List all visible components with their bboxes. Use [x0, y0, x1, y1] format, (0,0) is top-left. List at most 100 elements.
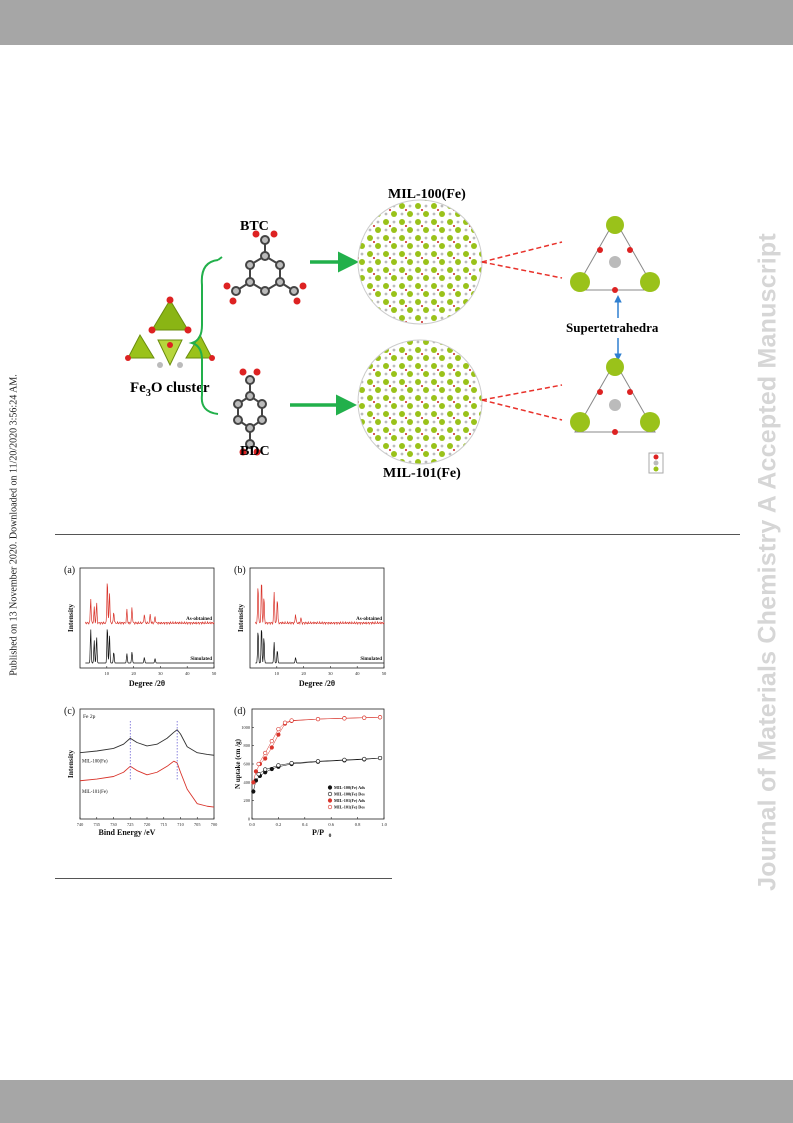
- x-tick-label: 40: [185, 671, 190, 676]
- bdc-label: BDC: [240, 444, 270, 459]
- legend-label: MIL-101(Fe) Des: [334, 805, 365, 810]
- series-line-as-obtained: [85, 583, 215, 626]
- x-axis-label: Degree /2θ: [129, 679, 165, 688]
- data-point-mil-101-fe-ads: [263, 756, 268, 761]
- zoom-lines-top: [481, 241, 563, 279]
- zoom-lines-bottom: [481, 384, 563, 421]
- y-tick-label: 600: [244, 762, 250, 767]
- x-tick-label: 740: [77, 822, 83, 827]
- separator-rule-bottom: [55, 878, 392, 879]
- series-label: MIL-100(Fe): [82, 760, 108, 765]
- supertetrahedron-bottom-graphic: [570, 358, 660, 435]
- x-tick-label: 20: [301, 671, 306, 676]
- supertetrahedra-label: Supertetrahedra: [566, 320, 659, 335]
- series-label: As-obtained: [356, 617, 382, 622]
- data-point-mil-101-fe-des: [362, 715, 367, 720]
- data-point-mil-100-fe-des: [377, 755, 383, 761]
- x-tick-label: 1.0: [381, 822, 387, 827]
- y-axis-label: N uptake (cm /g): [234, 738, 242, 789]
- series-line-simulated: [85, 629, 214, 664]
- x-axis-label: Degree /2θ: [299, 679, 335, 688]
- data-point-mil-101-fe-des: [315, 716, 321, 722]
- data-point-mil-101-fe-ads: [251, 780, 256, 785]
- data-point-mil-101-fe-ads: [276, 732, 281, 737]
- split-brace: [188, 259, 219, 415]
- legend-marker: [327, 798, 333, 803]
- panel-label: (d): [234, 706, 246, 717]
- x-tick-label: 0.0: [249, 822, 255, 827]
- data-point-mil-101-fe-des: [282, 720, 288, 725]
- x-tick-label: 50: [212, 671, 217, 676]
- series-line-mil-100-fe-des: [258, 757, 381, 775]
- x-tick-label: 0.6: [328, 822, 334, 827]
- x-axis-label-subscript: 0: [329, 833, 332, 838]
- x-tick-label: 20: [131, 671, 136, 676]
- series-label: Simulated: [190, 657, 212, 662]
- series-line-mil-101-fe-ads: [253, 717, 381, 783]
- top-banner: [0, 0, 793, 45]
- journal-watermark: Journal of Materials Chemistry A Accepte…: [753, 233, 782, 891]
- y-tick-label: 400: [244, 780, 250, 785]
- x-tick-label: 735: [94, 822, 100, 827]
- x-axis-label: P/P: [312, 828, 324, 837]
- legend-marker: [327, 804, 333, 810]
- data-point-mil-101-fe-ads: [269, 745, 274, 750]
- separator-rule-top: [55, 534, 740, 535]
- x-tick-label: 0.2: [276, 822, 282, 827]
- btc-molecule-graphic: [223, 230, 307, 305]
- synthesis-scheme: Fe3O cluster BTC BDC MIL-100(Fe) MIL-101…: [125, 187, 664, 481]
- data-point-mil-101-fe-des: [377, 715, 383, 720]
- data-point-mil-100-fe-des: [315, 759, 321, 764]
- data-point-mil-101-fe-des: [269, 738, 274, 744]
- panel-label: (c): [64, 706, 75, 717]
- data-point-mil-100-fe-des: [263, 767, 268, 772]
- x-tick-label: 30: [158, 671, 163, 676]
- series-label: As-obtained: [186, 617, 212, 622]
- data-point-mil-100-fe-des: [342, 757, 347, 762]
- cluster-label: Fe3O cluster: [130, 380, 210, 399]
- x-tick-label: 30: [328, 671, 333, 676]
- x-tick-label: 710: [177, 822, 183, 827]
- legend-marker: [327, 785, 333, 790]
- data-point-mil-100-fe-ads: [251, 789, 256, 794]
- panel-label: (b): [234, 565, 246, 576]
- series-label: Simulated: [360, 657, 382, 662]
- btc-label: BTC: [240, 219, 269, 234]
- data-point-mil-100-fe-des: [289, 760, 294, 766]
- x-tick-label: 730: [110, 822, 116, 827]
- x-axis-label: Bind Energy /eV: [99, 828, 156, 837]
- data-point-mil-100-fe-des: [276, 763, 281, 768]
- series-line-mil-101-fe-des: [258, 717, 381, 765]
- x-tick-label: 10: [275, 671, 280, 676]
- x-tick-label: 40: [355, 671, 360, 676]
- mil100-structure-graphic: [357, 199, 483, 325]
- x-tick-label: 725: [127, 822, 133, 827]
- y-axis-label: Intensity: [66, 604, 75, 633]
- y-tick-label: 1000: [241, 725, 250, 730]
- y-axis-label: Intensity: [236, 604, 245, 633]
- fe2p-annotation: Fe 2p: [83, 714, 96, 720]
- legend-marker: [327, 791, 333, 797]
- mil101-label: MIL-101(Fe): [383, 466, 461, 481]
- series-line-mil-101-fe-: [79, 760, 215, 808]
- y-axis-label: Intensity: [66, 750, 75, 779]
- x-tick-label: 715: [161, 822, 167, 827]
- x-tick-label: 705: [194, 822, 200, 827]
- x-tick-label: 10: [105, 671, 110, 676]
- legend-label: MIL-100(Fe) Des: [334, 792, 365, 797]
- x-tick-label: 700: [211, 822, 217, 827]
- supertetrahedron-top-graphic: [570, 216, 660, 293]
- data-point-mil-100-fe-des: [362, 756, 367, 762]
- x-tick-label: 0.8: [355, 822, 361, 827]
- xps-panel-c: (c) 740 735 730 725 720 715 710 705 700 Fe 2p MIL-1…: [64, 706, 217, 837]
- bottom-banner: [0, 1080, 793, 1123]
- mil101-structure-graphic: [357, 339, 483, 465]
- publication-note: Published on 13 November 2020. Downloade…: [8, 374, 20, 676]
- data-point-mil-101-fe-des: [256, 761, 261, 767]
- legend-label: MIL-100(Fe) Ads: [334, 785, 365, 790]
- data-point-mil-101-fe-des: [263, 750, 268, 756]
- x-tick-label: 720: [144, 822, 150, 827]
- y-tick-label: 0: [248, 817, 250, 822]
